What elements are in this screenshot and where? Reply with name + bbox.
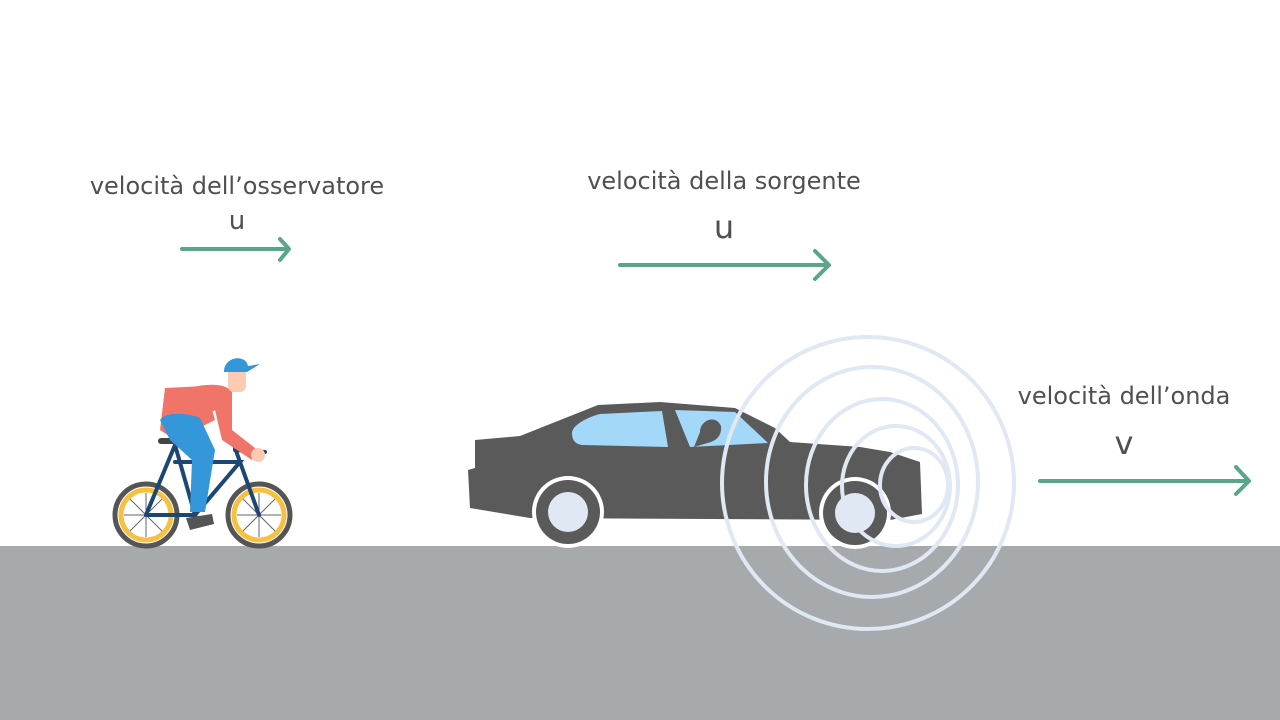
observer-velocity-label: velocità dell’osservatore bbox=[89, 172, 385, 200]
source-velocity-arrow bbox=[618, 249, 831, 281]
wavefront bbox=[840, 424, 952, 548]
observer-velocity-arrow bbox=[180, 237, 291, 262]
wave-velocity-arrow bbox=[1038, 465, 1251, 496]
car bbox=[468, 402, 922, 549]
wavefront bbox=[878, 446, 950, 524]
wavefront bbox=[720, 335, 1016, 631]
wave-velocity-symbol: v bbox=[1114, 424, 1134, 462]
wave-velocity-label: velocità dell’onda bbox=[1017, 382, 1231, 410]
rider-head bbox=[228, 368, 246, 392]
road bbox=[0, 546, 1280, 720]
car-wheel-front bbox=[819, 477, 891, 549]
car-rear-window bbox=[572, 411, 668, 447]
sound-waves bbox=[720, 335, 1016, 631]
source-velocity-symbol: u bbox=[713, 208, 735, 246]
cap-icon bbox=[224, 358, 260, 372]
cyclist bbox=[112, 358, 293, 549]
car-wheel-rear bbox=[532, 476, 604, 548]
observer-velocity-symbol: u bbox=[228, 206, 246, 236]
wavefront bbox=[764, 365, 980, 599]
driver-silhouette bbox=[694, 419, 722, 447]
rider-jeans bbox=[160, 413, 215, 512]
wavefront bbox=[804, 397, 960, 573]
source-velocity-label: velocità della sorgente bbox=[587, 167, 861, 195]
